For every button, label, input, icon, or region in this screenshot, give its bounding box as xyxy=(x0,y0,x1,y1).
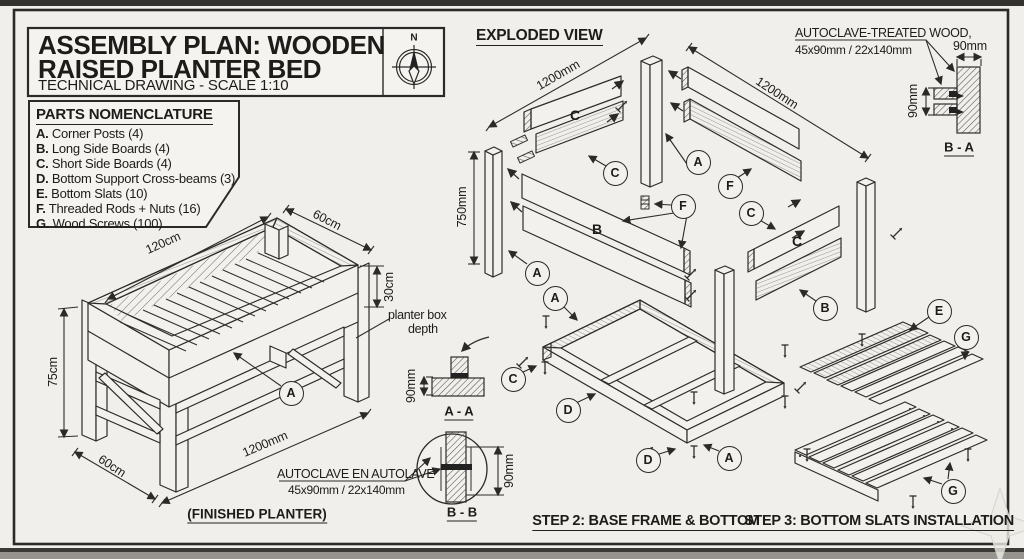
section-label-aa: A - A xyxy=(444,403,474,421)
board-letter-c: C xyxy=(569,107,581,123)
detail-aa-section xyxy=(431,336,490,397)
bb-note-line1: AUTOCLAVE EN AUTOLAVE xyxy=(277,467,435,481)
bb-note-line2: 45x90mm / 22x140mm xyxy=(288,483,405,497)
title-box xyxy=(26,26,446,98)
board-letter-b: B xyxy=(591,221,603,237)
dim-label-90mm-ba-left: 90mm xyxy=(906,84,920,118)
sheet-title-line1: ASSEMBLY PLAN: WOODEN xyxy=(38,30,385,60)
sheet-title-line2: RAISED PLANTER BED xyxy=(38,54,322,84)
threaded-rod-icons xyxy=(509,134,650,210)
sheet-subtitle: TECHNICAL DRAWING - SCALE 1:10 xyxy=(38,77,289,94)
finished-planter-drawing xyxy=(81,217,370,493)
planter-box-sides xyxy=(87,264,359,408)
exploded-view-heading: EXPLODED VIEW xyxy=(476,27,603,46)
watermark-icon xyxy=(960,486,1024,559)
ba-note-line1: AUTOCLAVE-TREATED WOOD, xyxy=(795,26,972,40)
leader-lines xyxy=(232,39,970,485)
dim-label-90mm-aa: 90mm xyxy=(404,369,418,403)
part-bubble-a: A xyxy=(542,285,568,311)
board-letter-c: C xyxy=(791,233,803,249)
dim-label-90mm-ba-top: 90mm xyxy=(953,39,987,53)
section-label-ba: B - A xyxy=(944,139,974,157)
part-bubble-c: C xyxy=(738,200,764,226)
parts-list-item: E. Bottom Slats (10) xyxy=(36,186,148,201)
part-bubble-a: A xyxy=(716,445,742,471)
dim-label-90mm-bb: 90mm xyxy=(502,454,516,488)
part-bubble-f: F xyxy=(670,193,696,219)
part-bubble-a: A xyxy=(685,149,711,175)
exploded-view-drawing xyxy=(484,55,988,510)
compass-north-label: N xyxy=(410,32,418,44)
front-corner-post xyxy=(714,265,735,395)
depth-note-line1: planter box xyxy=(388,308,447,322)
finished-planter-caption: (FINISHED PLANTER) xyxy=(187,506,327,524)
base-frame xyxy=(542,299,785,444)
dim-label-750mm: 750mm xyxy=(455,186,469,228)
part-bubble-a: A xyxy=(278,380,304,406)
detail-bb-section xyxy=(416,431,488,505)
part-bubble-f: F xyxy=(717,173,743,199)
section-label-bb: B - B xyxy=(446,504,478,522)
dim-label-75cm: 75cm xyxy=(46,357,60,387)
slat-panels xyxy=(794,321,988,502)
part-bubble-d: D xyxy=(555,397,581,423)
detail-ba-section xyxy=(933,66,981,134)
parts-list-item: G. Wood Screws (100) xyxy=(36,216,163,231)
parts-list-item: A. Corner Posts (4) xyxy=(36,126,144,141)
sheet-border xyxy=(12,8,1010,546)
parts-list-item: B. Long Side Boards (4) xyxy=(36,141,170,156)
parts-list-heading: PARTS NOMENCLATURE xyxy=(36,106,213,125)
part-bubble-b: B xyxy=(812,295,838,321)
part-bubble-e: E xyxy=(926,298,952,324)
step2-caption: STEP 2: BASE FRAME & BOTTOM xyxy=(532,513,760,531)
parts-list-item: C. Short Side Boards (4) xyxy=(36,156,172,171)
part-bubble-a: A xyxy=(524,260,550,286)
compass-icon xyxy=(392,45,436,89)
parts-list-item: D. Bottom Support Cross-beams (3) xyxy=(36,171,236,186)
step3-caption: STEP 3: BOTTOM SLATS INSTALLATION xyxy=(744,513,1014,531)
parts-box xyxy=(28,100,240,228)
dim-label-30cm: 30cm xyxy=(382,272,396,302)
dimension-lines xyxy=(57,33,983,508)
part-bubble-g: G xyxy=(940,478,966,504)
part-bubble-g: G xyxy=(953,324,979,350)
ba-note-line2: 45x90mm / 22x140mm xyxy=(795,43,912,57)
part-bubble-d: D xyxy=(635,447,661,473)
part-bubble-c: C xyxy=(500,366,526,392)
depth-note-line2: depth xyxy=(408,322,438,336)
part-bubble-c: C xyxy=(602,160,628,186)
parts-list-item: F. Threaded Rods + Nuts (16) xyxy=(36,201,201,216)
